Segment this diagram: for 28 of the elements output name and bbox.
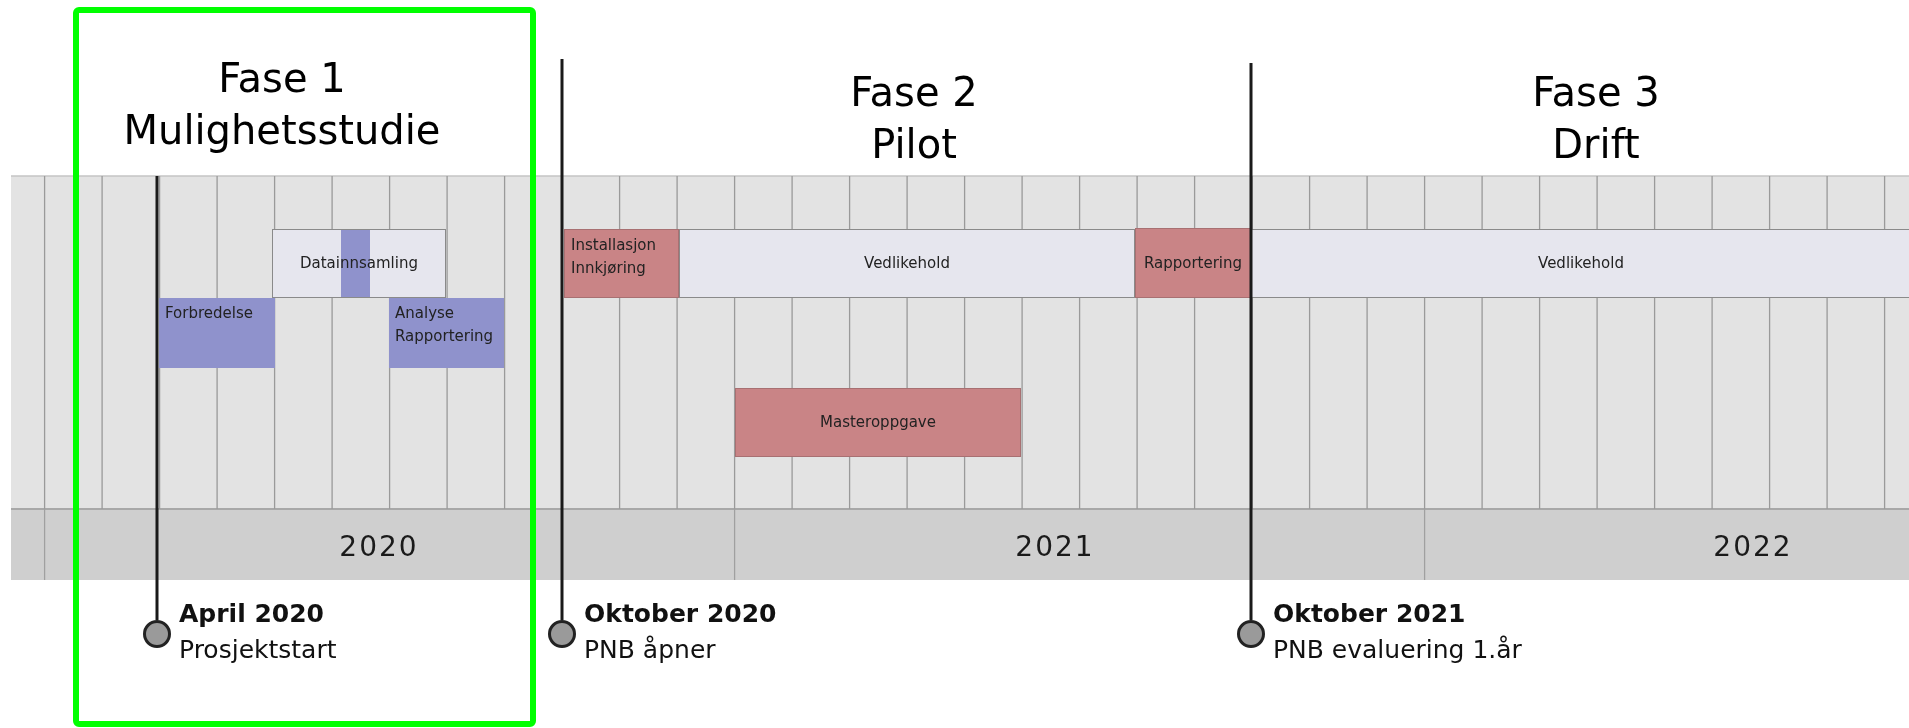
task-label: Analyse Rapportering xyxy=(395,303,495,347)
year-label: 2021 xyxy=(1014,529,1096,565)
task-label: Forbredelse xyxy=(165,303,253,324)
task-label: Rapportering xyxy=(1143,252,1243,274)
year-label: 2022 xyxy=(1712,529,1794,565)
task-bar xyxy=(1135,228,1251,298)
task-bar xyxy=(564,229,679,298)
milestone-label: PNB evaluering 1.år xyxy=(1273,634,1522,666)
task-bar xyxy=(1251,229,1909,298)
task-bar xyxy=(389,298,504,368)
task-bar xyxy=(679,229,1135,298)
milestone-label: Prosjektstart xyxy=(179,634,337,666)
task-bar xyxy=(272,229,446,298)
milestone-date: Oktober 2021 xyxy=(1273,598,1467,630)
milestone-date: Oktober 2020 xyxy=(584,598,777,630)
task-label: Masteroppgave xyxy=(820,412,936,434)
phase-heading: Fase 1 Mulighetsstudie xyxy=(122,54,442,155)
task-label: Vedlikehold xyxy=(864,253,950,275)
task-label: Installasjon Innkjøring xyxy=(571,235,657,279)
phase-heading: Fase 3 Drift xyxy=(1531,68,1661,169)
milestone-date: April 2020 xyxy=(179,598,325,630)
year-label: 2020 xyxy=(338,529,420,565)
task-label: Datainnsamling xyxy=(300,253,418,275)
milestone-label: PNB åpner xyxy=(584,634,717,666)
task-label: Vedlikehold xyxy=(1538,253,1624,275)
task-bar xyxy=(735,388,1021,457)
task-bar xyxy=(159,298,275,368)
phase-heading: Fase 2 Pilot xyxy=(849,68,979,169)
